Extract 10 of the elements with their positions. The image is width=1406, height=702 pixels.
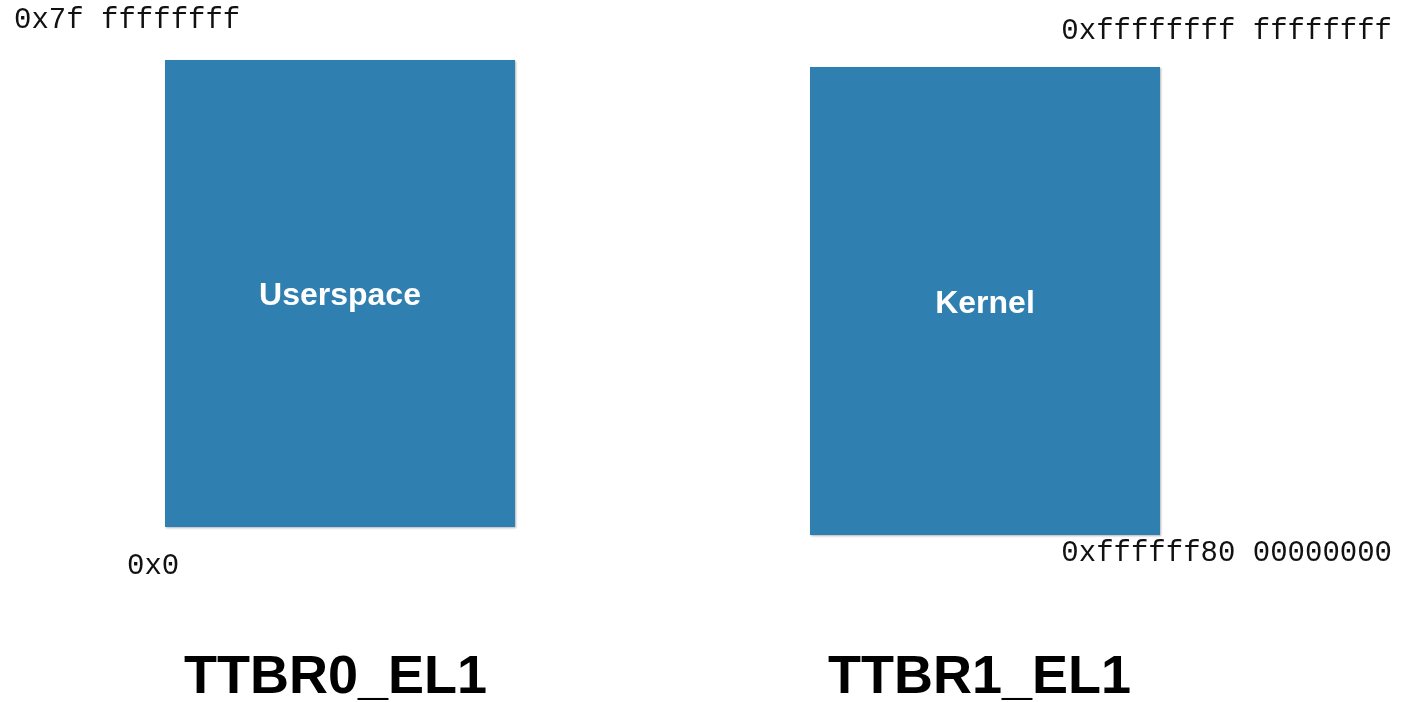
address-label: 0x0 (127, 550, 180, 583)
memory-region-box (810, 67, 1160, 535)
memory-region-box (165, 60, 515, 527)
address-label: 0x7f ffffffff (14, 4, 241, 37)
region-label: Kernel (934, 284, 1036, 321)
address-label: 0xffffff80 00000000 (1061, 537, 1392, 570)
register-label: TTBR1_EL1 (828, 643, 1132, 702)
region-label: Userspace (258, 276, 422, 313)
address-label: 0xffffffff ffffffff (1061, 15, 1392, 48)
register-label: TTBR0_EL1 (184, 643, 488, 702)
